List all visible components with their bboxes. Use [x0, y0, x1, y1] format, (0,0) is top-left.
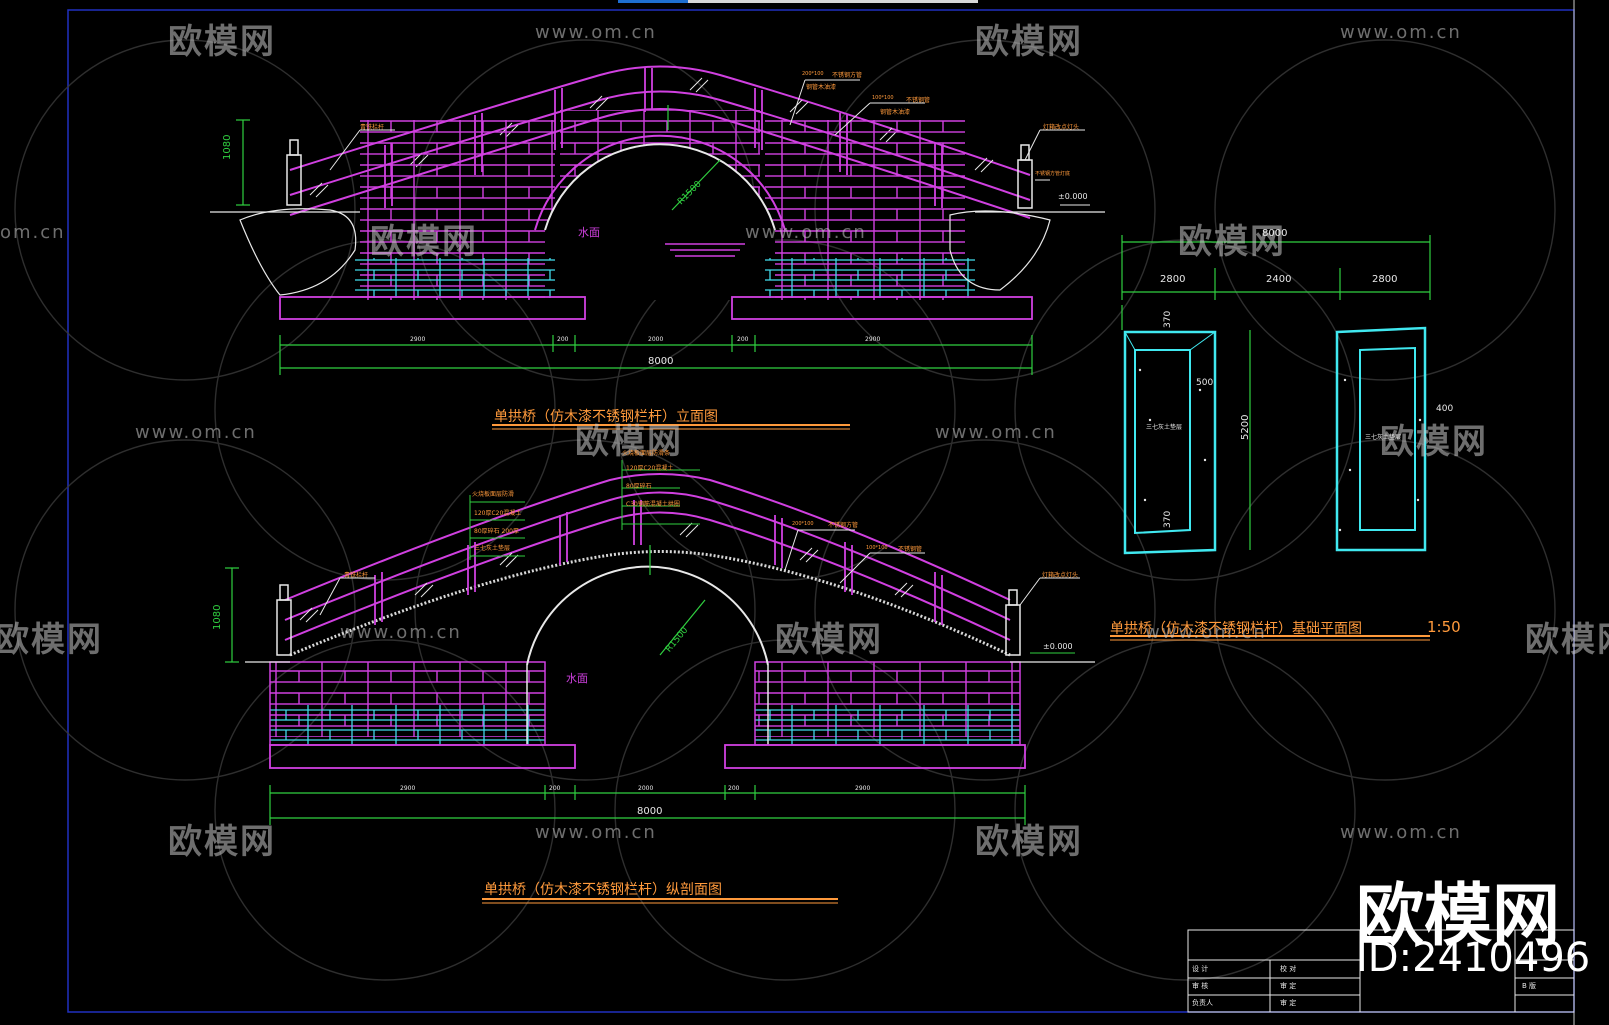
section-annot-top-a: 200*100 [792, 521, 814, 527]
plan-depth: 5200 [1240, 414, 1251, 440]
elevation-title: 单拱桥（仿木漆不锈钢栏杆）立面图 [494, 409, 718, 425]
watermark-brand: 欧模网 [168, 22, 276, 62]
watermark-url: www.om.cn [1340, 822, 1462, 843]
section-layer-left-4: 三七灰土垫层 [474, 545, 511, 552]
watermark-brand: 欧模网 [370, 222, 478, 262]
watermark-brand: 欧模网 [775, 620, 883, 660]
watermark-url: www.om.cn [135, 422, 257, 443]
tb-row2-1: 校 对 [1280, 965, 1297, 973]
corner-brand-logo: 欧模网 [1356, 877, 1561, 956]
elevation-annot-mid-a: 100*100 [872, 95, 894, 101]
section-layer-3: 80厚碎石 [626, 483, 652, 490]
watermark-brand: 欧模网 [1380, 422, 1488, 462]
plan-dim-500: 500 [1196, 378, 1214, 388]
watermark-url: www.om.cn [535, 822, 657, 843]
watermark-brand-partial: 欧模网 [0, 620, 103, 660]
plan-view [1110, 235, 1431, 641]
tb-row-2: 审 核 [1192, 982, 1209, 990]
section-seg-3: 2000 [638, 785, 654, 792]
tb-row-1: 设 计 [1192, 965, 1209, 973]
section-level: ±0.000 [1043, 642, 1073, 651]
elevation-seg-3: 2000 [648, 336, 664, 343]
elevation-view [210, 65, 1105, 430]
elevation-annot-left: 青铁栏杆 [360, 124, 385, 131]
section-annot-left: 青铁栏杆 [344, 572, 369, 579]
tb-row2-2: 审 定 [1280, 982, 1297, 990]
plan-dim-370-bottom: 370 [1163, 510, 1173, 528]
plan-title: 单拱桥（仿木漆不锈钢栏杆）基础平面图 [1110, 621, 1362, 637]
watermark-url: www.om.cn [1340, 22, 1462, 43]
watermark-url: www.om.cn [935, 422, 1057, 443]
watermark-brand: 欧模网 [1525, 620, 1609, 660]
watermark-url: www.om.cn [340, 622, 462, 643]
watermark-arcs [14, 39, 1556, 981]
section-annot-mid-b: 不锈钢管 [898, 546, 923, 553]
section-height-label: 1080 [212, 604, 223, 630]
top-tab-indicator-light [688, 0, 978, 3]
elevation-annot-top-a: 200*100 [802, 71, 824, 77]
elevation-water-label: 水面 [578, 226, 600, 239]
watermark-url: www.om.cn [535, 22, 657, 43]
title-block [1187, 929, 1575, 1013]
section-layer-left-2: 120厚C20混凝土 [474, 510, 522, 517]
elevation-annot-top-c: 钢管木油漆 [806, 84, 837, 91]
section-total-width: 8000 [637, 806, 663, 817]
elevation-seg-1: 2900 [410, 336, 426, 343]
elevation-annot-mid-b: 不锈钢管 [906, 97, 931, 104]
watermark-brand: 欧模网 [1178, 222, 1286, 262]
section-layer-4: C30钢筋混凝土拱圈 [626, 501, 680, 508]
plan-label-left: 三七灰土垫层 [1146, 424, 1183, 431]
plan-scale: 1:50 [1427, 618, 1461, 636]
tb-version: B 版 [1522, 982, 1537, 990]
section-title: 单拱桥（仿木漆不锈钢栏杆）纵剖面图 [484, 882, 722, 898]
watermark-brand: 欧模网 [975, 22, 1083, 62]
elevation-annot-right-b: 不锈钢方管灯底 [1035, 171, 1071, 177]
plan-seg-2: 2400 [1266, 274, 1292, 285]
section-layer-left-3: 80厚碎石 200厚 [474, 528, 519, 535]
watermark-brand: 欧模网 [975, 822, 1083, 862]
elevation-total-width: 8000 [648, 356, 674, 367]
plan-total-width: 8000 [1262, 228, 1288, 239]
corner-id-label: ID:2410496 [1356, 935, 1591, 981]
section-layer-1: 火烧板面层防滑条 [622, 450, 671, 457]
elevation-height-label: 1080 [222, 134, 233, 160]
elevation-seg-5: 2900 [865, 336, 881, 343]
section-annot-top-b: 不锈钢方管 [828, 522, 859, 529]
elevation-seg-2: 200 [557, 336, 569, 343]
elevation-level: ±0.000 [1058, 192, 1088, 201]
section-seg-1: 2900 [400, 785, 416, 792]
section-layer-2: 120厚C20混凝土 [626, 465, 674, 472]
plan-seg-3: 2800 [1372, 274, 1398, 285]
section-seg-5: 2900 [855, 785, 871, 792]
plan-dim-370-top: 370 [1163, 310, 1173, 328]
elevation-seg-4: 200 [737, 336, 749, 343]
watermark-url: www.om.cn [1145, 622, 1267, 643]
section-view [225, 460, 1095, 904]
elevation-annot-top-b: 不锈钢方管 [832, 72, 863, 79]
plan-seg-1: 2800 [1160, 274, 1186, 285]
watermark-brand: 欧模网 [168, 822, 276, 862]
section-layer-left-1: 火烧板面层防滑 [472, 491, 515, 498]
section-seg-2: 200 [549, 785, 561, 792]
watermark-url-partial: om.cn [0, 222, 66, 243]
tb-row2-3: 审 定 [1280, 999, 1297, 1007]
section-annot-mid-a: 100*100 [866, 545, 888, 551]
section-water-label: 水面 [566, 672, 588, 685]
top-tab-indicator [618, 0, 688, 3]
plan-label-right: 三七灰土垫层 [1365, 434, 1402, 441]
elevation-annot-right-a: 灯箱改点灯头 [1043, 124, 1080, 131]
section-seg-4: 200 [728, 785, 740, 792]
elevation-annot-mid-c: 钢管木油漆 [880, 109, 911, 116]
watermark-url: www.om.cn [745, 222, 867, 243]
section-annot-right: 灯箱改点灯头 [1042, 572, 1079, 579]
watermark-brand: 欧模网 [575, 422, 683, 462]
plan-dim-400: 400 [1436, 404, 1454, 414]
tb-row-3: 负责人 [1192, 999, 1213, 1007]
